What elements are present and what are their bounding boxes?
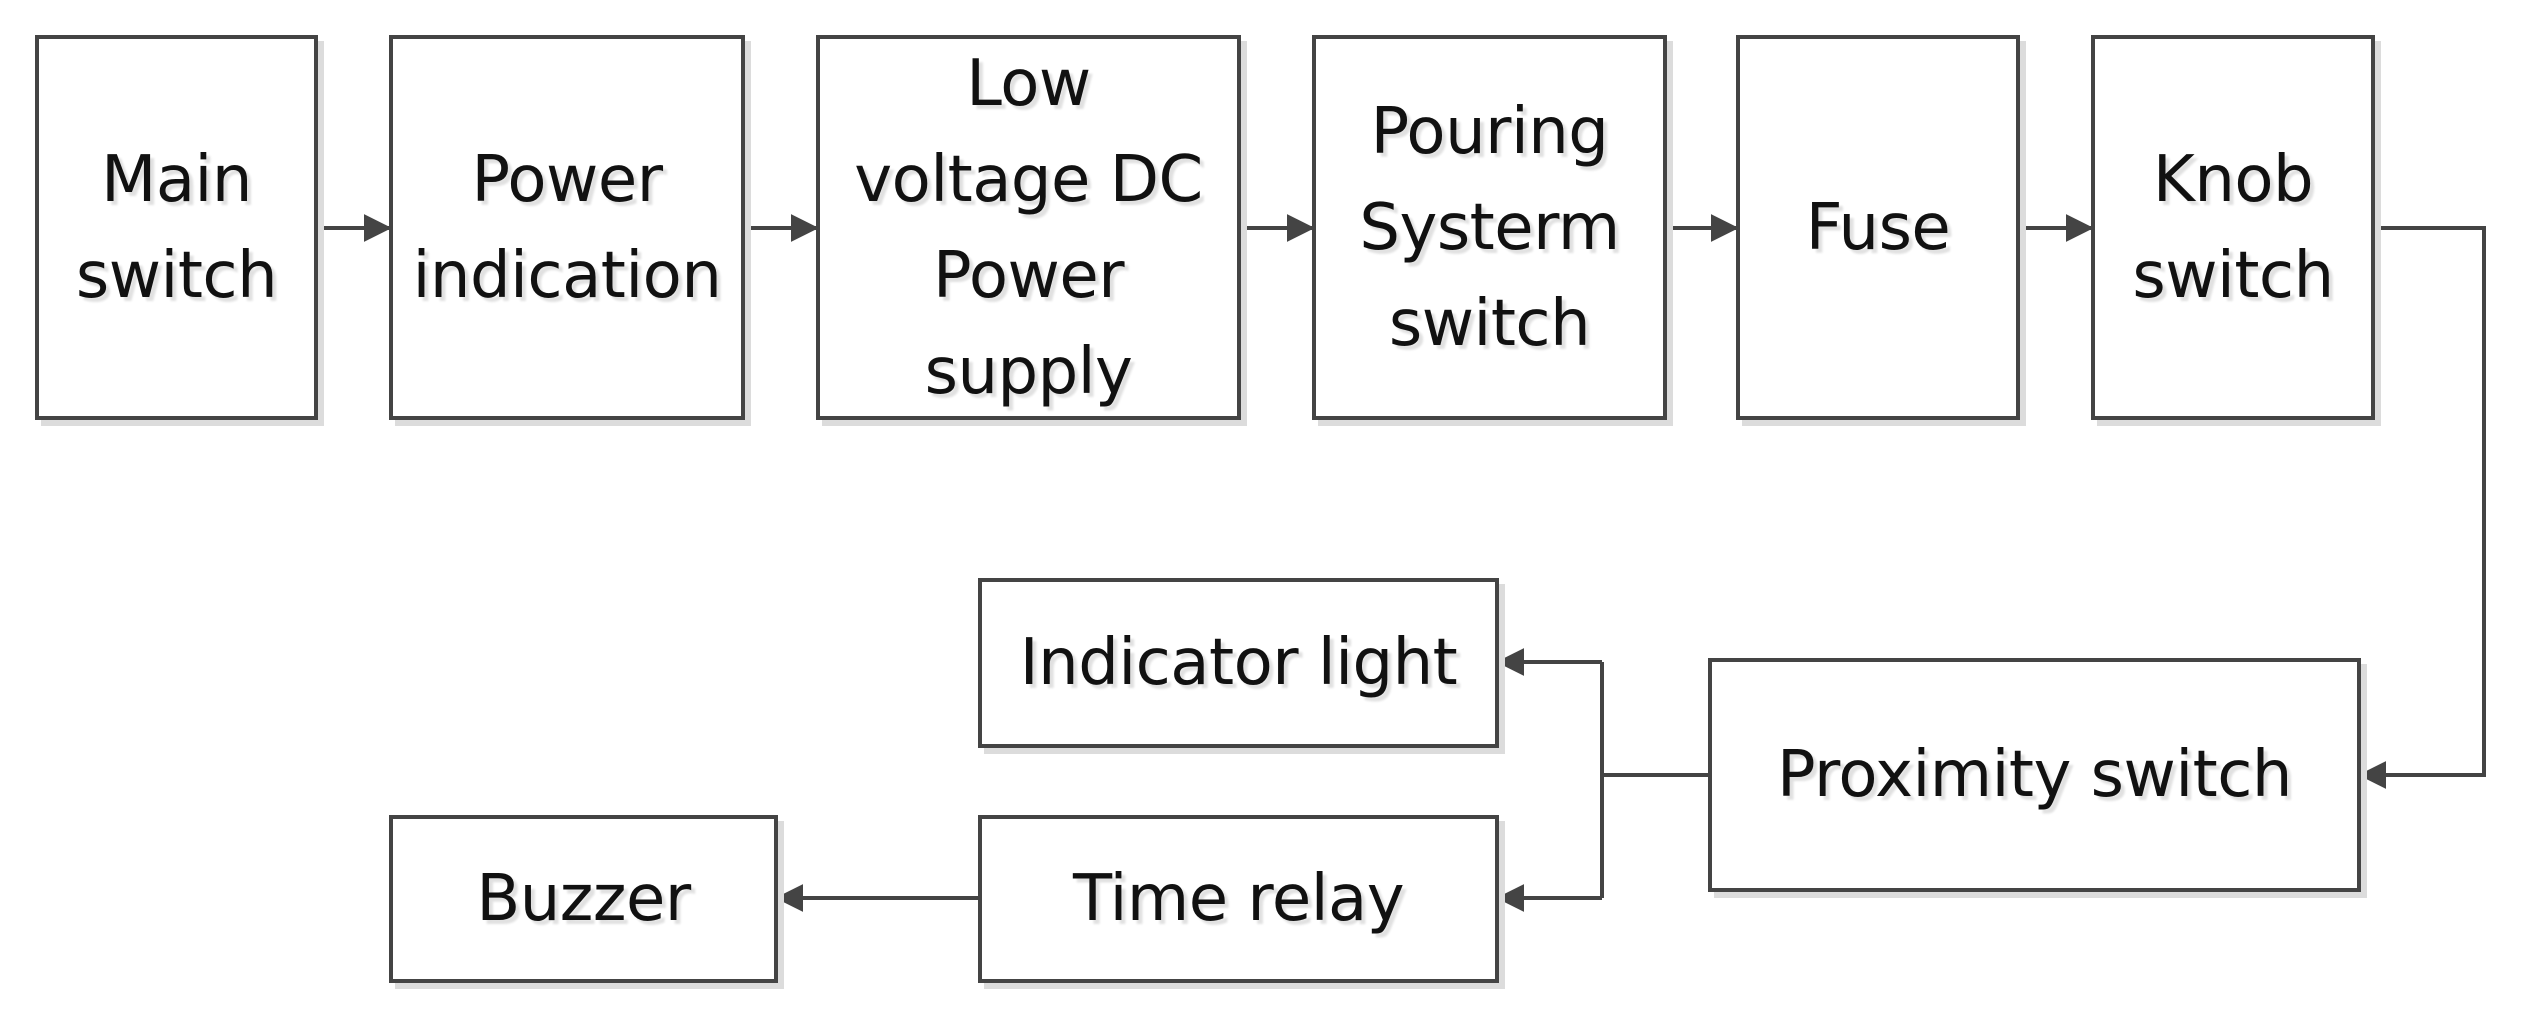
node-power-indication-label: Power indication (412, 142, 722, 313)
node-proximity-switch-label: Proximity switch (1777, 738, 2292, 812)
node-knob-switch-label: Knob switch (2132, 142, 2334, 313)
node-time-relay: Time relay (978, 815, 1499, 983)
node-fuse: Fuse (1736, 35, 2020, 420)
node-low-voltage-dc-power-supply-label: Low voltage DC Power supply (854, 46, 1203, 409)
node-knob-switch: Knob switch (2091, 35, 2375, 420)
node-main-switch-label: Main switch (75, 142, 278, 313)
arrow-knob-switch-to-proximity-switch (2358, 226, 2486, 789)
node-pouring-systerm-switch-label: Pouring Systerm switch (1359, 94, 1620, 361)
node-low-voltage-dc-power-supply: Low voltage DC Power supply (816, 35, 1241, 420)
node-pouring-systerm-switch: Pouring Systerm switch (1312, 35, 1667, 420)
node-buzzer-label: Buzzer (476, 862, 691, 936)
node-indicator-light-label: Indicator light (1019, 626, 1458, 700)
node-indicator-light: Indicator light (978, 578, 1499, 748)
node-buzzer: Buzzer (389, 815, 778, 983)
node-time-relay-label: Time relay (1072, 862, 1405, 936)
node-fuse-label: Fuse (1805, 190, 1951, 265)
node-proximity-switch: Proximity switch (1708, 658, 2361, 892)
node-main-switch: Main switch (35, 35, 318, 420)
node-power-indication: Power indication (389, 35, 745, 420)
